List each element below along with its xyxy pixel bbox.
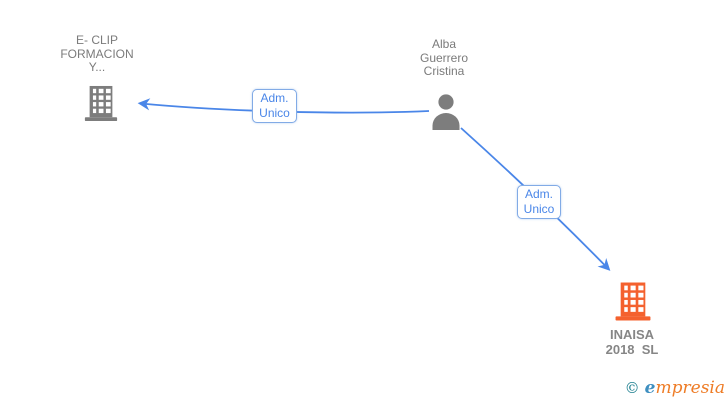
- company-name-line: INAISA: [609, 327, 655, 342]
- edge-label-line: Unico: [259, 106, 290, 120]
- edge-label-line: Adm.: [524, 187, 553, 201]
- edge-label-adm-unico: Adm. Unico: [517, 185, 561, 219]
- company-name-line: E- CLIP: [75, 33, 118, 47]
- person-name-line: Cristina: [423, 64, 465, 78]
- company-name-line: Y...: [88, 60, 106, 74]
- empresia-brand-initial: e: [644, 378, 656, 398]
- company-node-label-inaisa[interactable]: INAISA 2018 SL: [562, 327, 702, 357]
- copyright-icon: ©: [624, 379, 640, 397]
- empresia-logo[interactable]: ©empresia: [625, 378, 725, 398]
- person-name-line: Alba: [431, 37, 457, 51]
- edge-label-adm-unico: Adm. Unico: [252, 89, 297, 123]
- empresia-brand-text: mpresia: [655, 378, 726, 398]
- company-name-line: 2018 SL: [605, 342, 659, 357]
- edge-label-line: Adm.: [260, 91, 289, 105]
- person-icon[interactable]: [429, 94, 463, 130]
- person-node-label[interactable]: Alba Guerrero Cristina: [374, 37, 514, 79]
- company-name-line: FORMACION: [60, 46, 134, 61]
- person-name-line: Guerrero: [419, 50, 469, 65]
- building-icon[interactable]: [83, 85, 119, 122]
- company-node-label-eclip[interactable]: E- CLIP FORMACION Y...: [27, 33, 167, 75]
- building-icon[interactable]: [613, 282, 653, 321]
- edge-label-line: Unico: [523, 202, 555, 216]
